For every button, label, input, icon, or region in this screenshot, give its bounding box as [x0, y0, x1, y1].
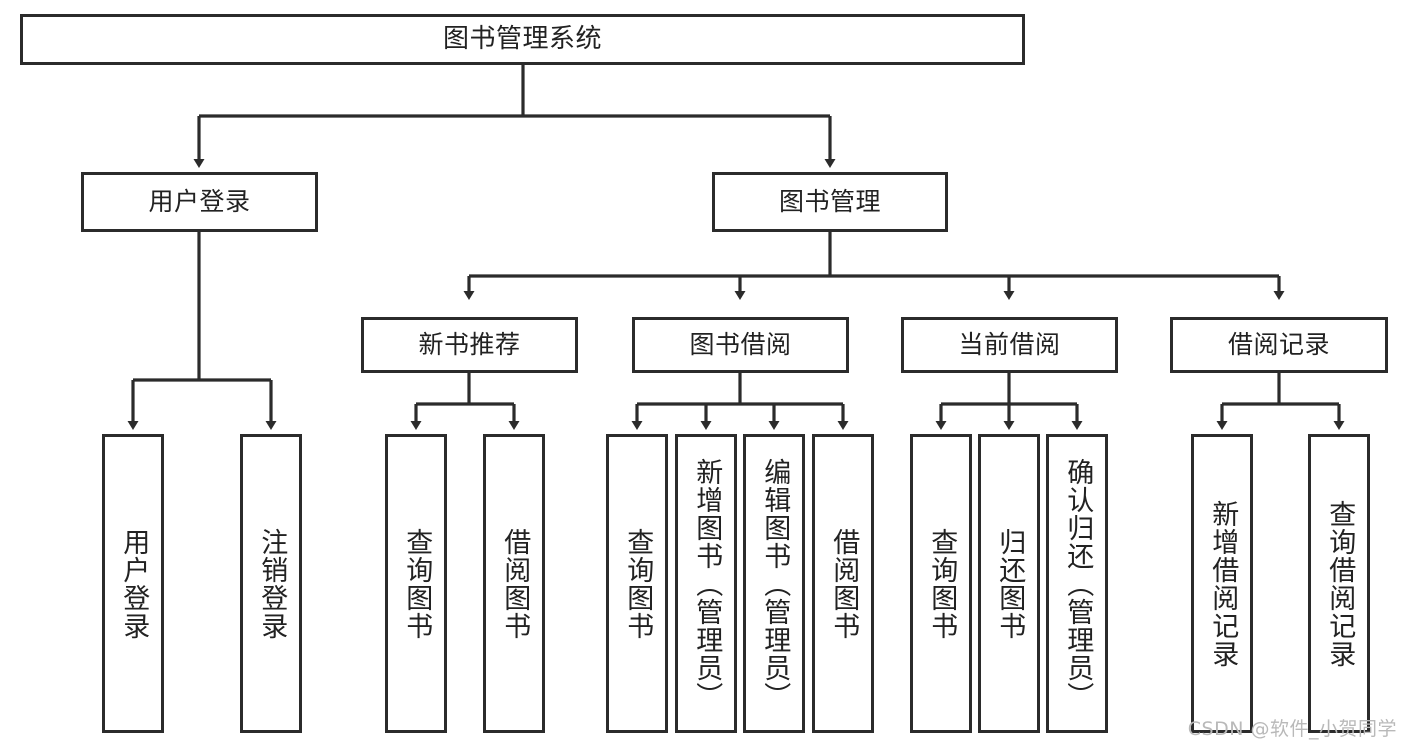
node-book-management-label: 图书管理	[778, 187, 881, 217]
leaf-borrow-query-book-label: 查询图书	[622, 527, 654, 640]
leaf-borrow-query-book[interactable]: 查询图书	[606, 434, 668, 733]
node-current-borrow[interactable]: 当前借阅	[901, 317, 1118, 373]
leaf-current-return-book[interactable]: 归还图书	[978, 434, 1040, 733]
leaf-user-login-label: 用户登录	[118, 527, 150, 640]
leaf-current-return-book-label: 归还图书	[994, 527, 1026, 640]
leaf-current-confirm-return[interactable]: 确认归还（管理员）	[1046, 434, 1108, 733]
leaf-recommend-query-book-label: 查询图书	[401, 527, 433, 640]
node-book-management[interactable]: 图书管理	[712, 172, 948, 232]
node-user-login-label: 用户登录	[148, 187, 251, 217]
leaf-borrow-edit-book-label: 编辑图书（管理员）	[759, 457, 791, 710]
leaf-record-add-record[interactable]: 新增借阅记录	[1191, 434, 1253, 733]
leaf-user-logout[interactable]: 注销登录	[240, 434, 302, 733]
node-borrow-record-label: 借阅记录	[1227, 330, 1330, 360]
leaf-borrow-borrow-book-label: 借阅图书	[828, 527, 860, 640]
node-root-label: 图书管理系统	[442, 24, 602, 55]
leaf-recommend-borrow-book-label: 借阅图书	[499, 527, 531, 640]
leaf-borrow-add-book[interactable]: 新增图书（管理员）	[675, 434, 737, 733]
leaf-recommend-query-book[interactable]: 查询图书	[385, 434, 447, 733]
leaf-record-add-record-label: 新增借阅记录	[1207, 499, 1239, 668]
leaf-current-confirm-return-label: 确认归还（管理员）	[1062, 457, 1094, 710]
leaf-borrow-add-book-label: 新增图书（管理员）	[691, 457, 723, 710]
leaf-user-login[interactable]: 用户登录	[102, 434, 164, 733]
leaf-user-logout-label: 注销登录	[256, 527, 288, 640]
node-book-borrow[interactable]: 图书借阅	[632, 317, 849, 373]
node-new-book-recommend-label: 新书推荐	[418, 330, 521, 360]
node-new-book-recommend[interactable]: 新书推荐	[361, 317, 578, 373]
leaf-record-query-record-label: 查询借阅记录	[1324, 499, 1356, 668]
node-current-borrow-label: 当前借阅	[958, 330, 1061, 360]
leaf-borrow-borrow-book[interactable]: 借阅图书	[812, 434, 874, 733]
leaf-record-query-record[interactable]: 查询借阅记录	[1308, 434, 1370, 733]
node-book-borrow-label: 图书借阅	[689, 330, 792, 360]
node-root[interactable]: 图书管理系统	[20, 14, 1025, 65]
leaf-current-query-book[interactable]: 查询图书	[910, 434, 972, 733]
watermark: CSDN @软件_小贺同学	[1187, 718, 1397, 740]
node-user-login[interactable]: 用户登录	[81, 172, 318, 232]
leaf-recommend-borrow-book[interactable]: 借阅图书	[483, 434, 545, 733]
leaf-borrow-edit-book[interactable]: 编辑图书（管理员）	[743, 434, 805, 733]
leaf-current-query-book-label: 查询图书	[926, 527, 958, 640]
node-borrow-record[interactable]: 借阅记录	[1170, 317, 1388, 373]
